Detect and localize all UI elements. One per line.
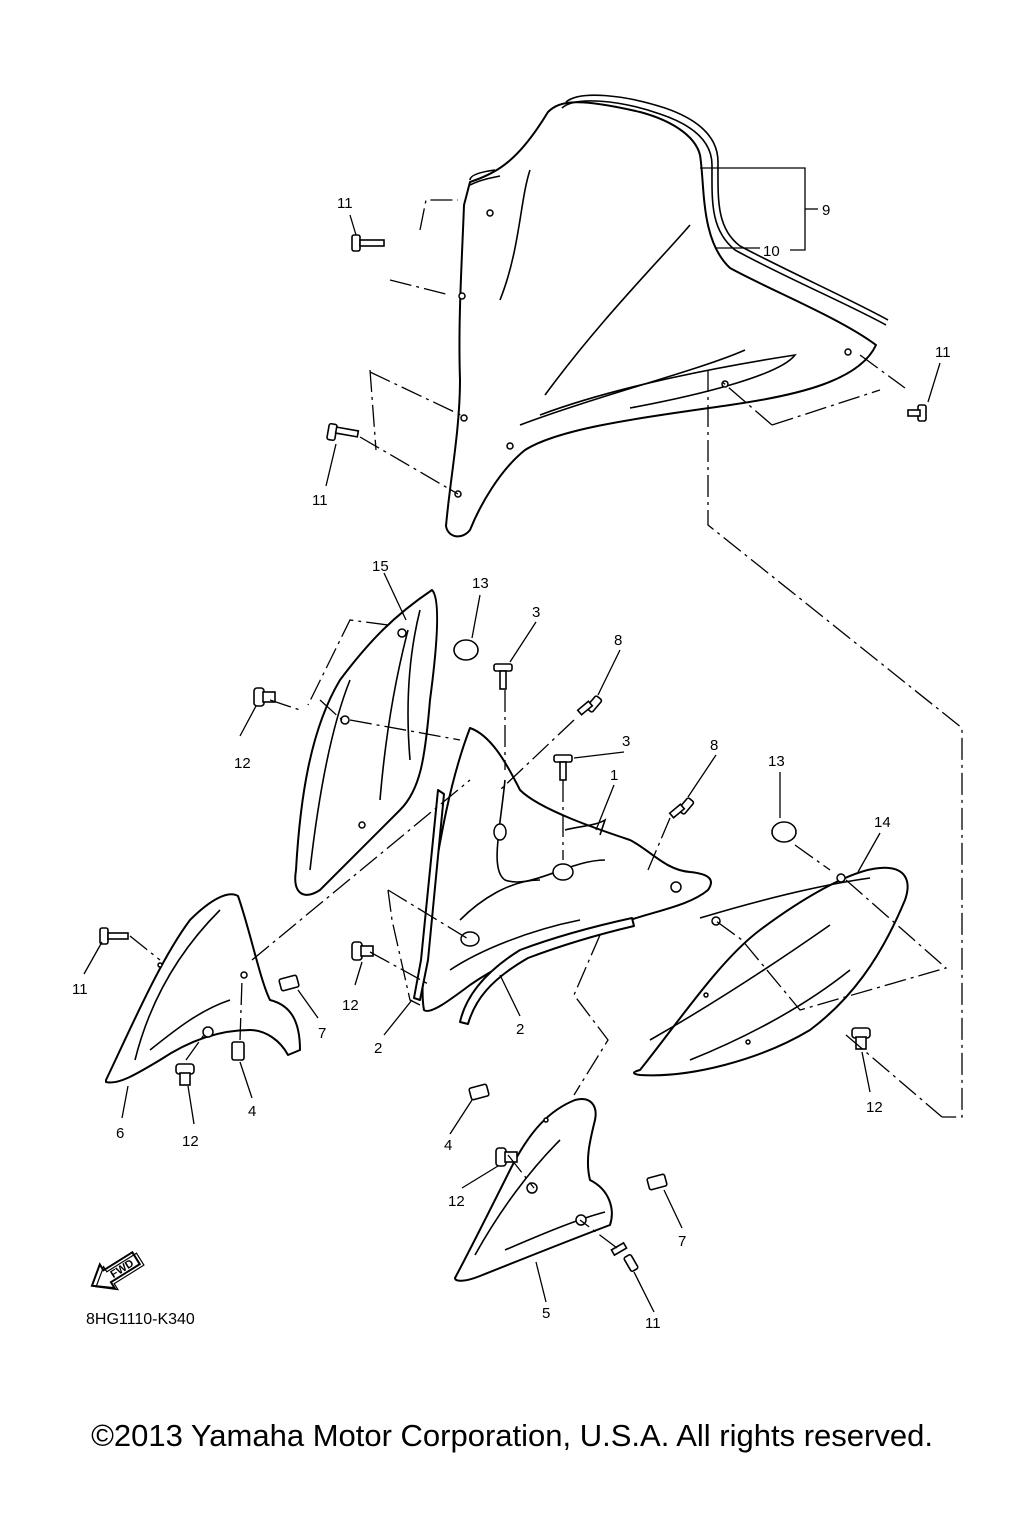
- callout-8: 8: [614, 632, 622, 649]
- windshield: [445, 101, 877, 538]
- collar-12-e: [495, 1147, 518, 1167]
- bolt-11-right: [907, 404, 927, 422]
- callout-3: 3: [622, 733, 630, 750]
- assembly-lines: [129, 199, 963, 1249]
- seal-strip-left: [413, 789, 445, 1001]
- collar-12-d: [851, 1027, 871, 1050]
- callout-9: 9: [822, 202, 830, 219]
- callout-15: 15: [372, 558, 389, 575]
- bolt-8-lower: [668, 797, 695, 819]
- seal-strip-right: [459, 917, 635, 1025]
- callout-10: 10: [763, 243, 780, 260]
- bolt-8-upper: [576, 695, 603, 716]
- callout-13: 13: [768, 753, 785, 770]
- copyright-notice: ©2013 Yamaha Motor Corporation, U.S.A. A…: [91, 1418, 933, 1453]
- collar-12-a: [253, 687, 276, 707]
- callout-11: 11: [312, 492, 328, 509]
- nut-7-a: [278, 974, 300, 992]
- callout-12: 12: [448, 1193, 465, 1210]
- callout-11: 11: [337, 195, 353, 212]
- callout-6: 6: [116, 1125, 124, 1142]
- callout-13: 13: [472, 575, 489, 592]
- callout-3: 3: [532, 604, 540, 621]
- side-panel: [633, 866, 909, 1077]
- windshield-trim: [469, 94, 889, 326]
- exploded-parts-diagram: 9 10 11 11 11 15 13 3 8 3 8 1 13 14 12 1…: [72, 94, 963, 1332]
- diagram-code: 8HG1110-K340: [86, 1311, 195, 1328]
- bolt-3-lower: [553, 754, 573, 781]
- callout-5: 5: [542, 1305, 550, 1322]
- nut-4-b: [468, 1083, 490, 1101]
- callout-2: 2: [516, 1021, 524, 1038]
- bolt-11-mid-left: [326, 422, 360, 442]
- grommet-13-a: [453, 639, 479, 661]
- callout-12: 12: [182, 1133, 199, 1150]
- callout-11: 11: [645, 1315, 661, 1332]
- callout-8: 8: [710, 737, 718, 754]
- collar-12-c: [175, 1063, 195, 1086]
- callout-12: 12: [866, 1099, 883, 1116]
- bolt-11-top-left: [351, 234, 385, 252]
- cover-left: [105, 893, 301, 1084]
- callout-12: 12: [342, 997, 359, 1014]
- callout-4: 4: [248, 1103, 256, 1120]
- collar-12-b: [351, 941, 374, 961]
- callout-1: 1: [610, 767, 618, 784]
- callout-11: 11: [72, 981, 88, 998]
- callout-11: 11: [935, 344, 951, 361]
- nut-7-b: [646, 1173, 668, 1191]
- callout-7: 7: [678, 1233, 686, 1250]
- inner-panel: [294, 589, 439, 896]
- fwd-arrow-icon: FWD: [90, 1250, 145, 1291]
- cowling-center: [421, 727, 712, 1012]
- callout-4: 4: [444, 1137, 452, 1154]
- callout-12: 12: [234, 755, 251, 772]
- bolt-3-upper: [493, 663, 513, 690]
- bolt-11-cover-left: [99, 927, 129, 945]
- callout-7: 7: [318, 1025, 326, 1042]
- callout-2: 2: [374, 1040, 382, 1057]
- callouts: 9 10 11 11 11 15 13 3 8 3 8 1 13 14 12 1…: [72, 195, 951, 1332]
- grommet-13-b: [771, 821, 797, 843]
- nut-4-a: [231, 1041, 245, 1061]
- leader-lines: [83, 167, 941, 1313]
- cover-lower: [454, 1098, 613, 1282]
- callout-14: 14: [874, 814, 891, 831]
- bolt-11-cover-lower: [610, 1241, 639, 1272]
